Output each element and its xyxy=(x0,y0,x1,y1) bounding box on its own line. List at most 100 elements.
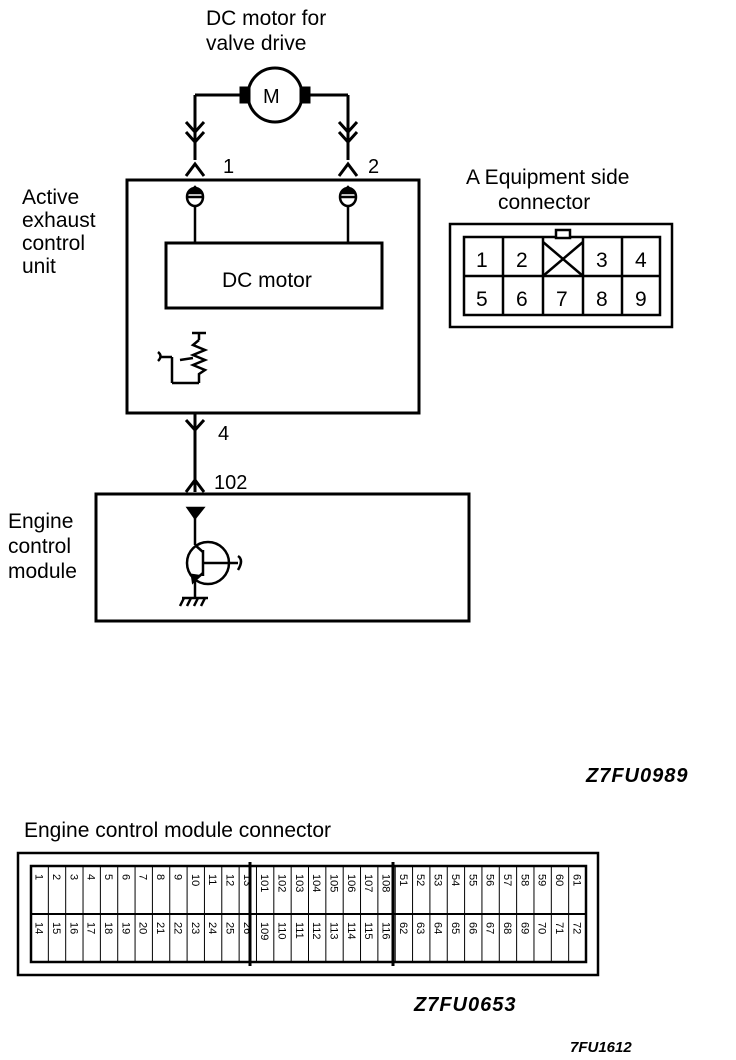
ecm-pin-label: 16 xyxy=(67,922,79,934)
conn-a-pin: 6 xyxy=(516,288,528,311)
ecm-pin-label: 61 xyxy=(570,874,582,886)
ecm-pin-label: 5 xyxy=(102,874,114,880)
conn-a-pin: 9 xyxy=(635,288,647,311)
ecm-pin-label: 113 xyxy=(328,922,340,940)
ecm-box xyxy=(94,492,471,623)
dc-motor-symbol xyxy=(193,66,350,160)
ecm-pin-label: 18 xyxy=(102,922,114,934)
ecm-pin-label: 1 xyxy=(33,874,45,880)
ecm-pin-label: 112 xyxy=(310,922,322,940)
ecm-pin-label: 12 xyxy=(223,874,235,886)
active-exhaust-unit-box xyxy=(125,178,421,415)
ecm-pin-label: 108 xyxy=(380,874,392,892)
motor-title-line2: valve drive xyxy=(206,32,306,55)
page-code: 7FU1612 xyxy=(570,1039,632,1056)
ecm-pin-label: 114 xyxy=(345,922,357,940)
ecm-pin-label: 21 xyxy=(154,922,166,934)
ecm-pin-label: 68 xyxy=(501,922,513,934)
ecm-pin-label: 56 xyxy=(484,874,496,886)
ecm-pin-label: 66 xyxy=(466,922,478,934)
unit-label-line3: control xyxy=(22,232,85,255)
motor-title-line1: DC motor for xyxy=(206,7,326,30)
ecm-pin-label: 65 xyxy=(449,922,461,934)
conn-a-pin: 1 xyxy=(476,249,488,272)
ecm-pin-label: 102 xyxy=(275,874,287,892)
ecm-pin-label: 59 xyxy=(536,874,548,886)
ecm-pin-label: 17 xyxy=(85,922,97,934)
ecm-pin-label: 4 xyxy=(85,874,97,880)
ecm-pin-label: 111 xyxy=(293,922,305,939)
figure-code-diagram: Z7FU0989 xyxy=(585,765,689,787)
ecm-pin-label: 104 xyxy=(310,874,322,892)
ecm-pin-label: 54 xyxy=(449,874,461,886)
ecm-connector-title: Engine control module connector xyxy=(24,819,331,842)
ecm-pin-label: 14 xyxy=(33,922,45,934)
signal-wire xyxy=(184,413,206,493)
dc-motor-box-label: DC motor xyxy=(222,269,312,292)
ecm-pin-label: 103 xyxy=(293,874,305,892)
pin-102-label: 102 xyxy=(214,472,247,494)
ecm-pin-label: 70 xyxy=(536,922,548,934)
motor-symbol-letter: M xyxy=(263,86,280,108)
pin-2-label: 2 xyxy=(368,156,379,178)
ecm-pin-label: 10 xyxy=(189,874,201,886)
ecm-pin-label: 107 xyxy=(362,874,374,892)
conn-a-pin: 4 xyxy=(635,249,647,272)
ecm-pin-label: 51 xyxy=(397,874,409,886)
ecm-label-line2: control xyxy=(8,535,71,558)
conn-a-pin: 3 xyxy=(596,249,608,272)
ecm-pin-label: 110 xyxy=(275,922,287,940)
connector-a-title-line2: connector xyxy=(498,191,590,214)
ecm-pin-label: 26 xyxy=(241,922,253,934)
ecm-pin-label: 115 xyxy=(362,922,374,940)
figure-code-connector: Z7FU0653 xyxy=(413,994,517,1016)
ecm-pin-label: 3 xyxy=(67,874,79,880)
potentiometer-symbol xyxy=(157,331,209,385)
ecm-pin-label: 20 xyxy=(137,922,149,934)
ecm-pin-label: 62 xyxy=(397,922,409,934)
ecm-pin-label: 2 xyxy=(50,874,62,880)
ecm-pin-label: 101 xyxy=(258,874,270,892)
ecm-pin-label: 69 xyxy=(518,922,530,934)
ecm-pin-label: 67 xyxy=(484,922,496,934)
ecm-pin-label: 52 xyxy=(414,874,426,886)
pin-1-label: 1 xyxy=(223,156,234,178)
ecm-pin-label: 24 xyxy=(206,922,218,934)
conn-a-pin: 5 xyxy=(476,288,488,311)
ecm-pin-label: 25 xyxy=(223,922,235,934)
motor-wire-connectors xyxy=(184,120,359,177)
connector-a-title-line1: A Equipment side xyxy=(466,166,629,189)
transistor-symbol xyxy=(178,506,243,607)
ecm-pin-label: 6 xyxy=(119,874,131,880)
ecm-pin-label: 58 xyxy=(518,874,530,886)
dc-motor-box xyxy=(164,241,384,310)
unit-label-line1: Active xyxy=(22,186,79,209)
ecm-label-line3: module xyxy=(8,560,77,583)
unit-label-line4: unit xyxy=(22,255,56,278)
connector-a xyxy=(448,222,674,329)
ecm-pin-label: 72 xyxy=(570,922,582,934)
ecm-pin-label: 71 xyxy=(553,922,565,934)
ecm-pin-label: 19 xyxy=(119,922,131,934)
conn-a-pin: 2 xyxy=(516,249,528,272)
conn-a-pin: 7 xyxy=(556,288,568,311)
pin-4-label: 4 xyxy=(218,423,229,445)
ecm-pin-label: 22 xyxy=(171,922,183,934)
ecm-pin-label: 116 xyxy=(380,922,392,940)
conn-a-pin: 8 xyxy=(596,288,608,311)
ecm-label-line1: Engine xyxy=(8,510,73,533)
ecm-pin-label: 57 xyxy=(501,874,513,886)
ecm-pin-label: 60 xyxy=(553,874,565,886)
unit-label-line2: exhaust xyxy=(22,209,96,232)
ecm-pin-label: 9 xyxy=(171,874,183,880)
ecm-pin-label: 13 xyxy=(241,874,253,886)
ecm-pin-label: 64 xyxy=(432,922,444,934)
ecm-pin-label: 55 xyxy=(466,874,478,886)
ecm-pin-label: 109 xyxy=(258,922,270,940)
ecm-pin-label: 15 xyxy=(50,922,62,934)
ecm-pin-label: 23 xyxy=(189,922,201,934)
ecm-pin-label: 63 xyxy=(414,922,426,934)
ecm-pin-label: 11 xyxy=(206,874,218,885)
